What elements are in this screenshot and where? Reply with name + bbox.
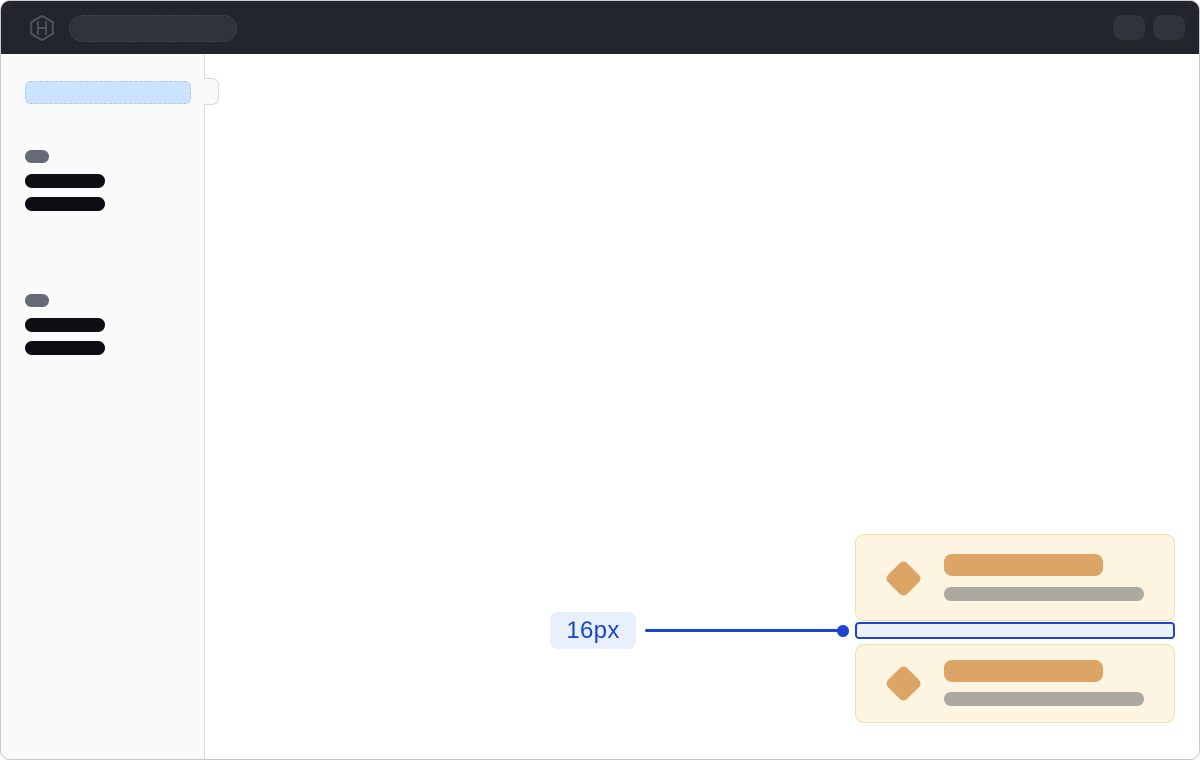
spacing-connector-dot xyxy=(837,624,849,637)
card-title-skeleton xyxy=(944,660,1103,682)
alert-card-skeleton[interactable] xyxy=(855,534,1175,621)
main-content: 16px xyxy=(205,54,1199,759)
spacing-gap-highlight xyxy=(855,622,1175,639)
sidebar-item-skeleton[interactable] xyxy=(25,318,105,332)
card-text-skeleton xyxy=(944,692,1144,706)
spacing-label-text: 16px xyxy=(566,616,620,644)
card-title-skeleton xyxy=(944,554,1103,576)
nav-action-placeholder[interactable] xyxy=(1153,15,1185,40)
sidebar-toggle-tab[interactable] xyxy=(204,78,219,105)
top-nav xyxy=(1,1,1199,54)
nav-search-skeleton[interactable] xyxy=(69,15,237,42)
sidebar-item-skeleton[interactable] xyxy=(25,341,105,355)
sidebar-section-label-skeleton xyxy=(25,150,49,163)
hashicorp-logo-icon[interactable] xyxy=(28,14,56,42)
sidebar xyxy=(1,54,219,759)
diamond-icon xyxy=(884,664,923,703)
sidebar-selected-item-skeleton[interactable] xyxy=(25,81,191,104)
card-text-skeleton xyxy=(944,587,1144,601)
sidebar-section-label-skeleton xyxy=(25,294,49,307)
alert-card-skeleton[interactable] xyxy=(855,644,1175,723)
diamond-icon xyxy=(884,559,923,598)
sidebar-item-skeleton[interactable] xyxy=(25,197,105,211)
spacing-connector-line xyxy=(645,629,841,632)
nav-action-placeholder[interactable] xyxy=(1113,15,1145,40)
spacing-label: 16px xyxy=(550,612,636,649)
sidebar-item-skeleton[interactable] xyxy=(25,174,105,188)
